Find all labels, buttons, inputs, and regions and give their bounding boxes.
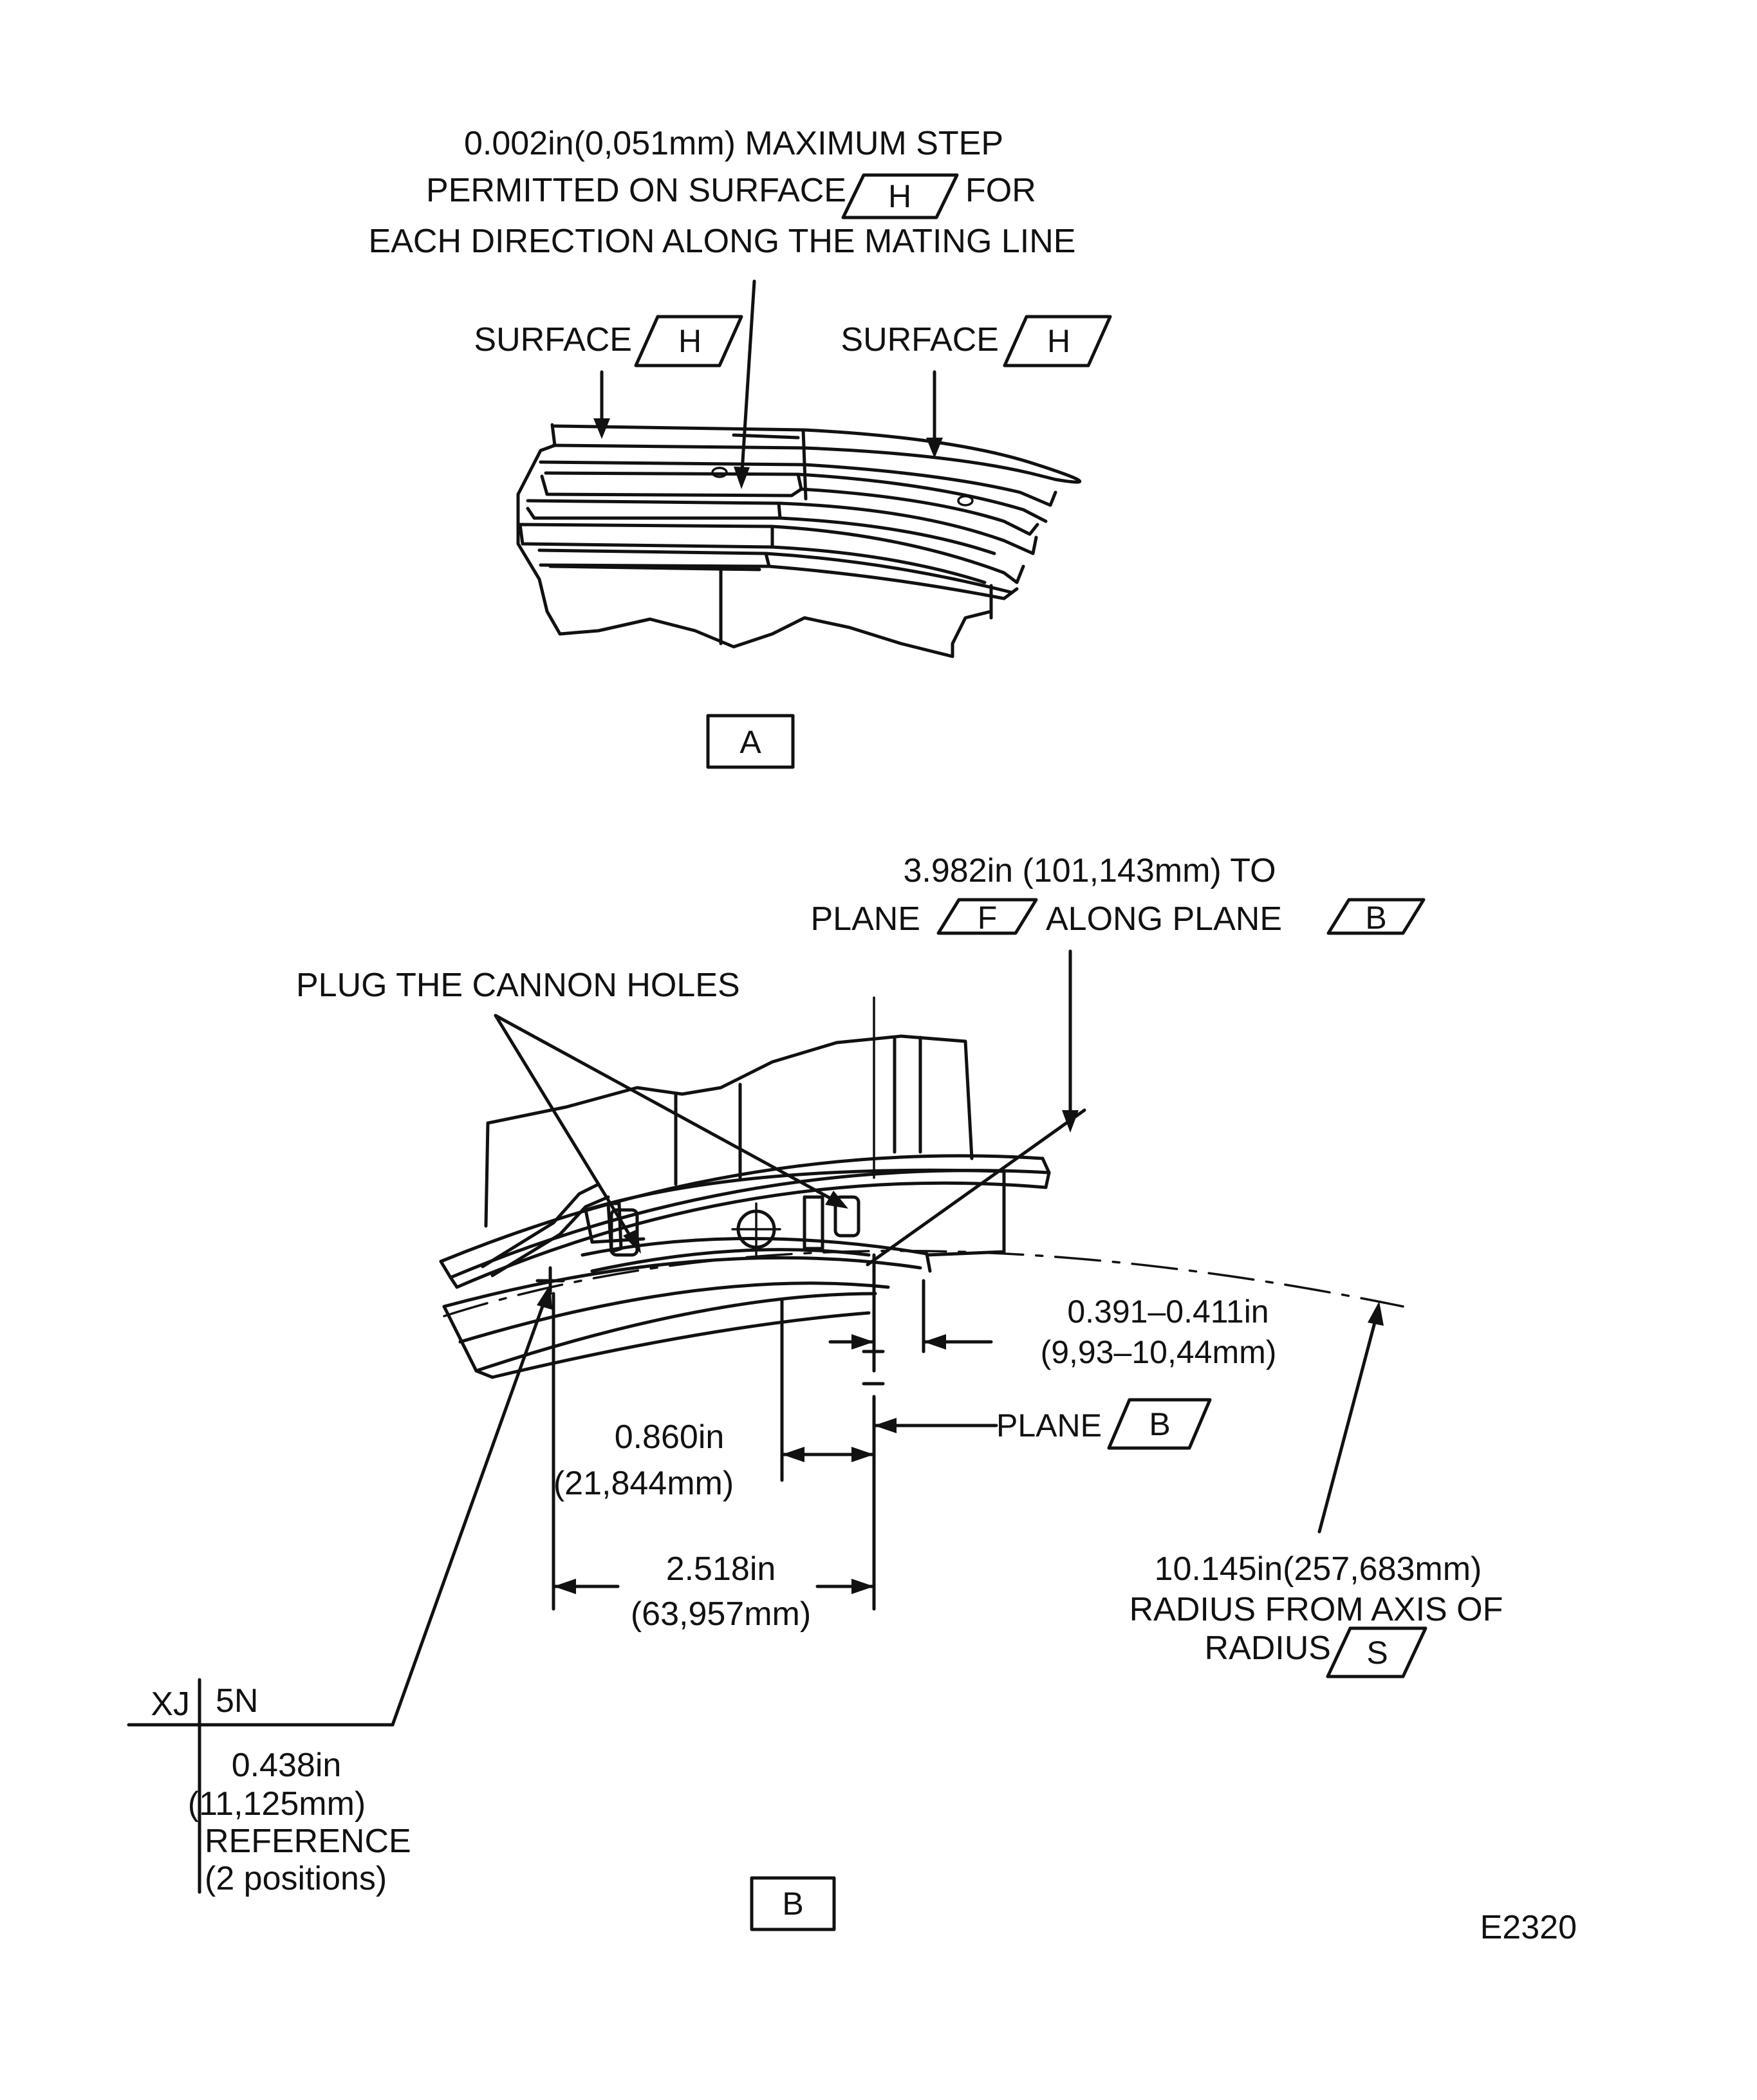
dim-391-line-2: (9,93–10,44mm) (1041, 1334, 1277, 1370)
view-a-note-line-2b: FOR (965, 172, 1036, 209)
dim-2518-line-2: (63,957mm) (631, 1595, 811, 1633)
view-a-segment-part (516, 423, 1081, 658)
radius-line-3: RADIUS (1205, 1630, 1331, 1667)
dist-note-line-2b: ALONG PLANE (1046, 900, 1282, 938)
dist-note-line-2a: PLANE (810, 900, 920, 938)
surface-left-datum-frame: H (634, 315, 743, 367)
view-a-note-line-2a: PERMITTED ON SURFACE (426, 172, 846, 209)
view-a-label: A (739, 724, 761, 760)
dim-860-arrow-left (782, 1447, 804, 1462)
radius-line-1: 10.145in(257,683mm) (1155, 1550, 1482, 1588)
view-b-part (439, 1034, 1051, 1379)
ref-xj: XJ (151, 1686, 190, 1723)
plug-leader-right (494, 1014, 842, 1205)
plug-leader-left (494, 1014, 638, 1247)
dim-860-arrow-right (851, 1447, 874, 1462)
dim-860-line-2: (21,844mm) (553, 1465, 734, 1502)
plane-b-label: PLANE (996, 1408, 1102, 1444)
ref-line-1: 0.438in (232, 1747, 342, 1784)
plane-b-datum-frame: B (1107, 1398, 1212, 1450)
view-a-label-box (706, 714, 795, 769)
view-b-label-box (750, 1876, 836, 1931)
radius-datum-frame: S (1326, 1626, 1427, 1678)
radius-leader (1317, 1311, 1379, 1534)
dim-391-arrow-right (924, 1334, 946, 1350)
radius-arc (443, 1249, 1404, 1317)
datum-h-frame: H (841, 173, 959, 219)
ref-leader (391, 1292, 549, 1727)
datum-b-top-frame: B (1326, 898, 1426, 936)
datum-h-letter: H (888, 178, 911, 214)
dist-note-line-1: 3.982in (101,143mm) TO (903, 852, 1276, 889)
dim-2518-line-1: 2.518in (666, 1550, 776, 1588)
plane-b-arrowhead (874, 1418, 897, 1433)
surface-right-label: SURFACE (841, 321, 999, 358)
ref-line-3: REFERENCE (205, 1823, 411, 1860)
datum-f-letter: F (978, 900, 998, 936)
plane-b-datum-letter: B (1149, 1406, 1170, 1442)
step-leader-arrowhead (734, 467, 750, 489)
view-a-note-line-3: EACH DIRECTION ALONG THE MATING LINE (369, 223, 1076, 260)
ref-5n: 5N (216, 1682, 258, 1720)
plug-cannon-holes-label: PLUG THE CANNON HOLES (296, 967, 740, 1004)
radius-datum-letter: S (1366, 1635, 1388, 1671)
surface-right-datum-frame: H (1003, 315, 1112, 367)
view-b: 3.982in (101,143mm) TO PLANE F ALONG PLA… (127, 852, 1503, 1931)
view-a: 0.002in(0,051mm) MAXIMUM STEP PERMITTED … (369, 125, 1112, 769)
dim-860-line-1: 0.860in (615, 1418, 725, 1456)
dim-391-line-1: 0.391–0.411in (1067, 1294, 1269, 1330)
ref-arrowhead (537, 1284, 552, 1310)
ref-line-2: (11,125mm) (188, 1785, 366, 1823)
datum-b-top-letter: B (1365, 900, 1386, 936)
radius-arrowhead (1368, 1301, 1384, 1326)
dim-2518-arrow-right (851, 1579, 874, 1594)
view-b-label: B (782, 1886, 803, 1922)
view-a-note-line-1: 0.002in(0,051mm) MAXIMUM STEP (464, 125, 1003, 162)
dist-leader-diagonal (866, 1108, 1086, 1267)
dim-2518-arrow-left (553, 1579, 576, 1594)
step-leader-line (739, 279, 756, 483)
surface-right-datum-letter: H (1047, 323, 1070, 359)
datum-f-frame: F (936, 898, 1038, 936)
figure-id: E2320 (1480, 1909, 1577, 1946)
radius-line-2: RADIUS FROM AXIS OF (1130, 1591, 1503, 1628)
surface-left-label: SURFACE (474, 321, 632, 358)
ref-line-4: (2 positions) (205, 1860, 387, 1897)
surface-left-arrowhead (593, 418, 610, 439)
dim-391-arrow-left (851, 1334, 874, 1350)
surface-left-datum-letter: H (678, 323, 702, 359)
